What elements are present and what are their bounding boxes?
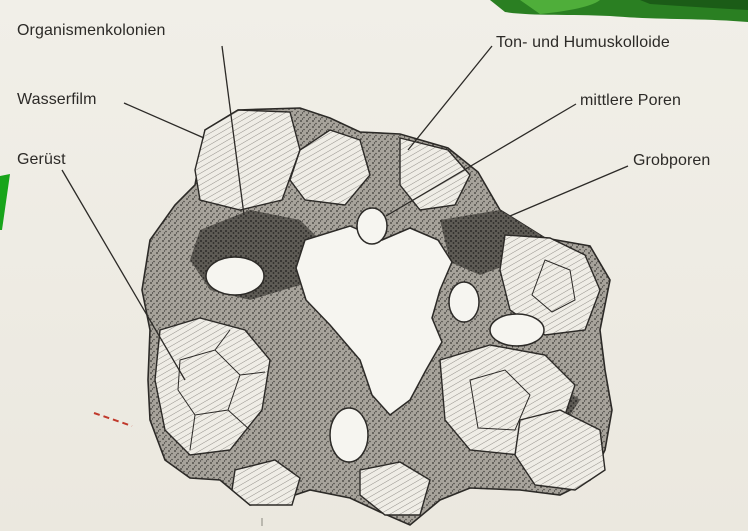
medium-pore <box>490 314 544 346</box>
medium-pore <box>357 208 387 244</box>
label-grobporen: Grobporen <box>633 152 710 170</box>
label-geruest: Gerüst <box>17 151 66 169</box>
medium-pore <box>449 282 479 322</box>
leader-ton-humus <box>408 46 492 150</box>
label-mittlere-poren: mittlere Poren <box>580 92 681 110</box>
green-mark <box>0 174 10 230</box>
label-organismenkolonien: Organismenkolonien <box>17 22 166 40</box>
leader-wasserfilm <box>124 103 204 138</box>
leader-grobporen <box>510 166 628 216</box>
medium-pore <box>206 257 264 295</box>
medium-pore <box>330 408 368 462</box>
label-wasserfilm: Wasserfilm <box>17 91 97 109</box>
red-mark <box>94 413 132 426</box>
foliage-decoration <box>490 0 748 22</box>
label-ton-humuskolloide: Ton- und Humuskolloide <box>496 34 670 52</box>
